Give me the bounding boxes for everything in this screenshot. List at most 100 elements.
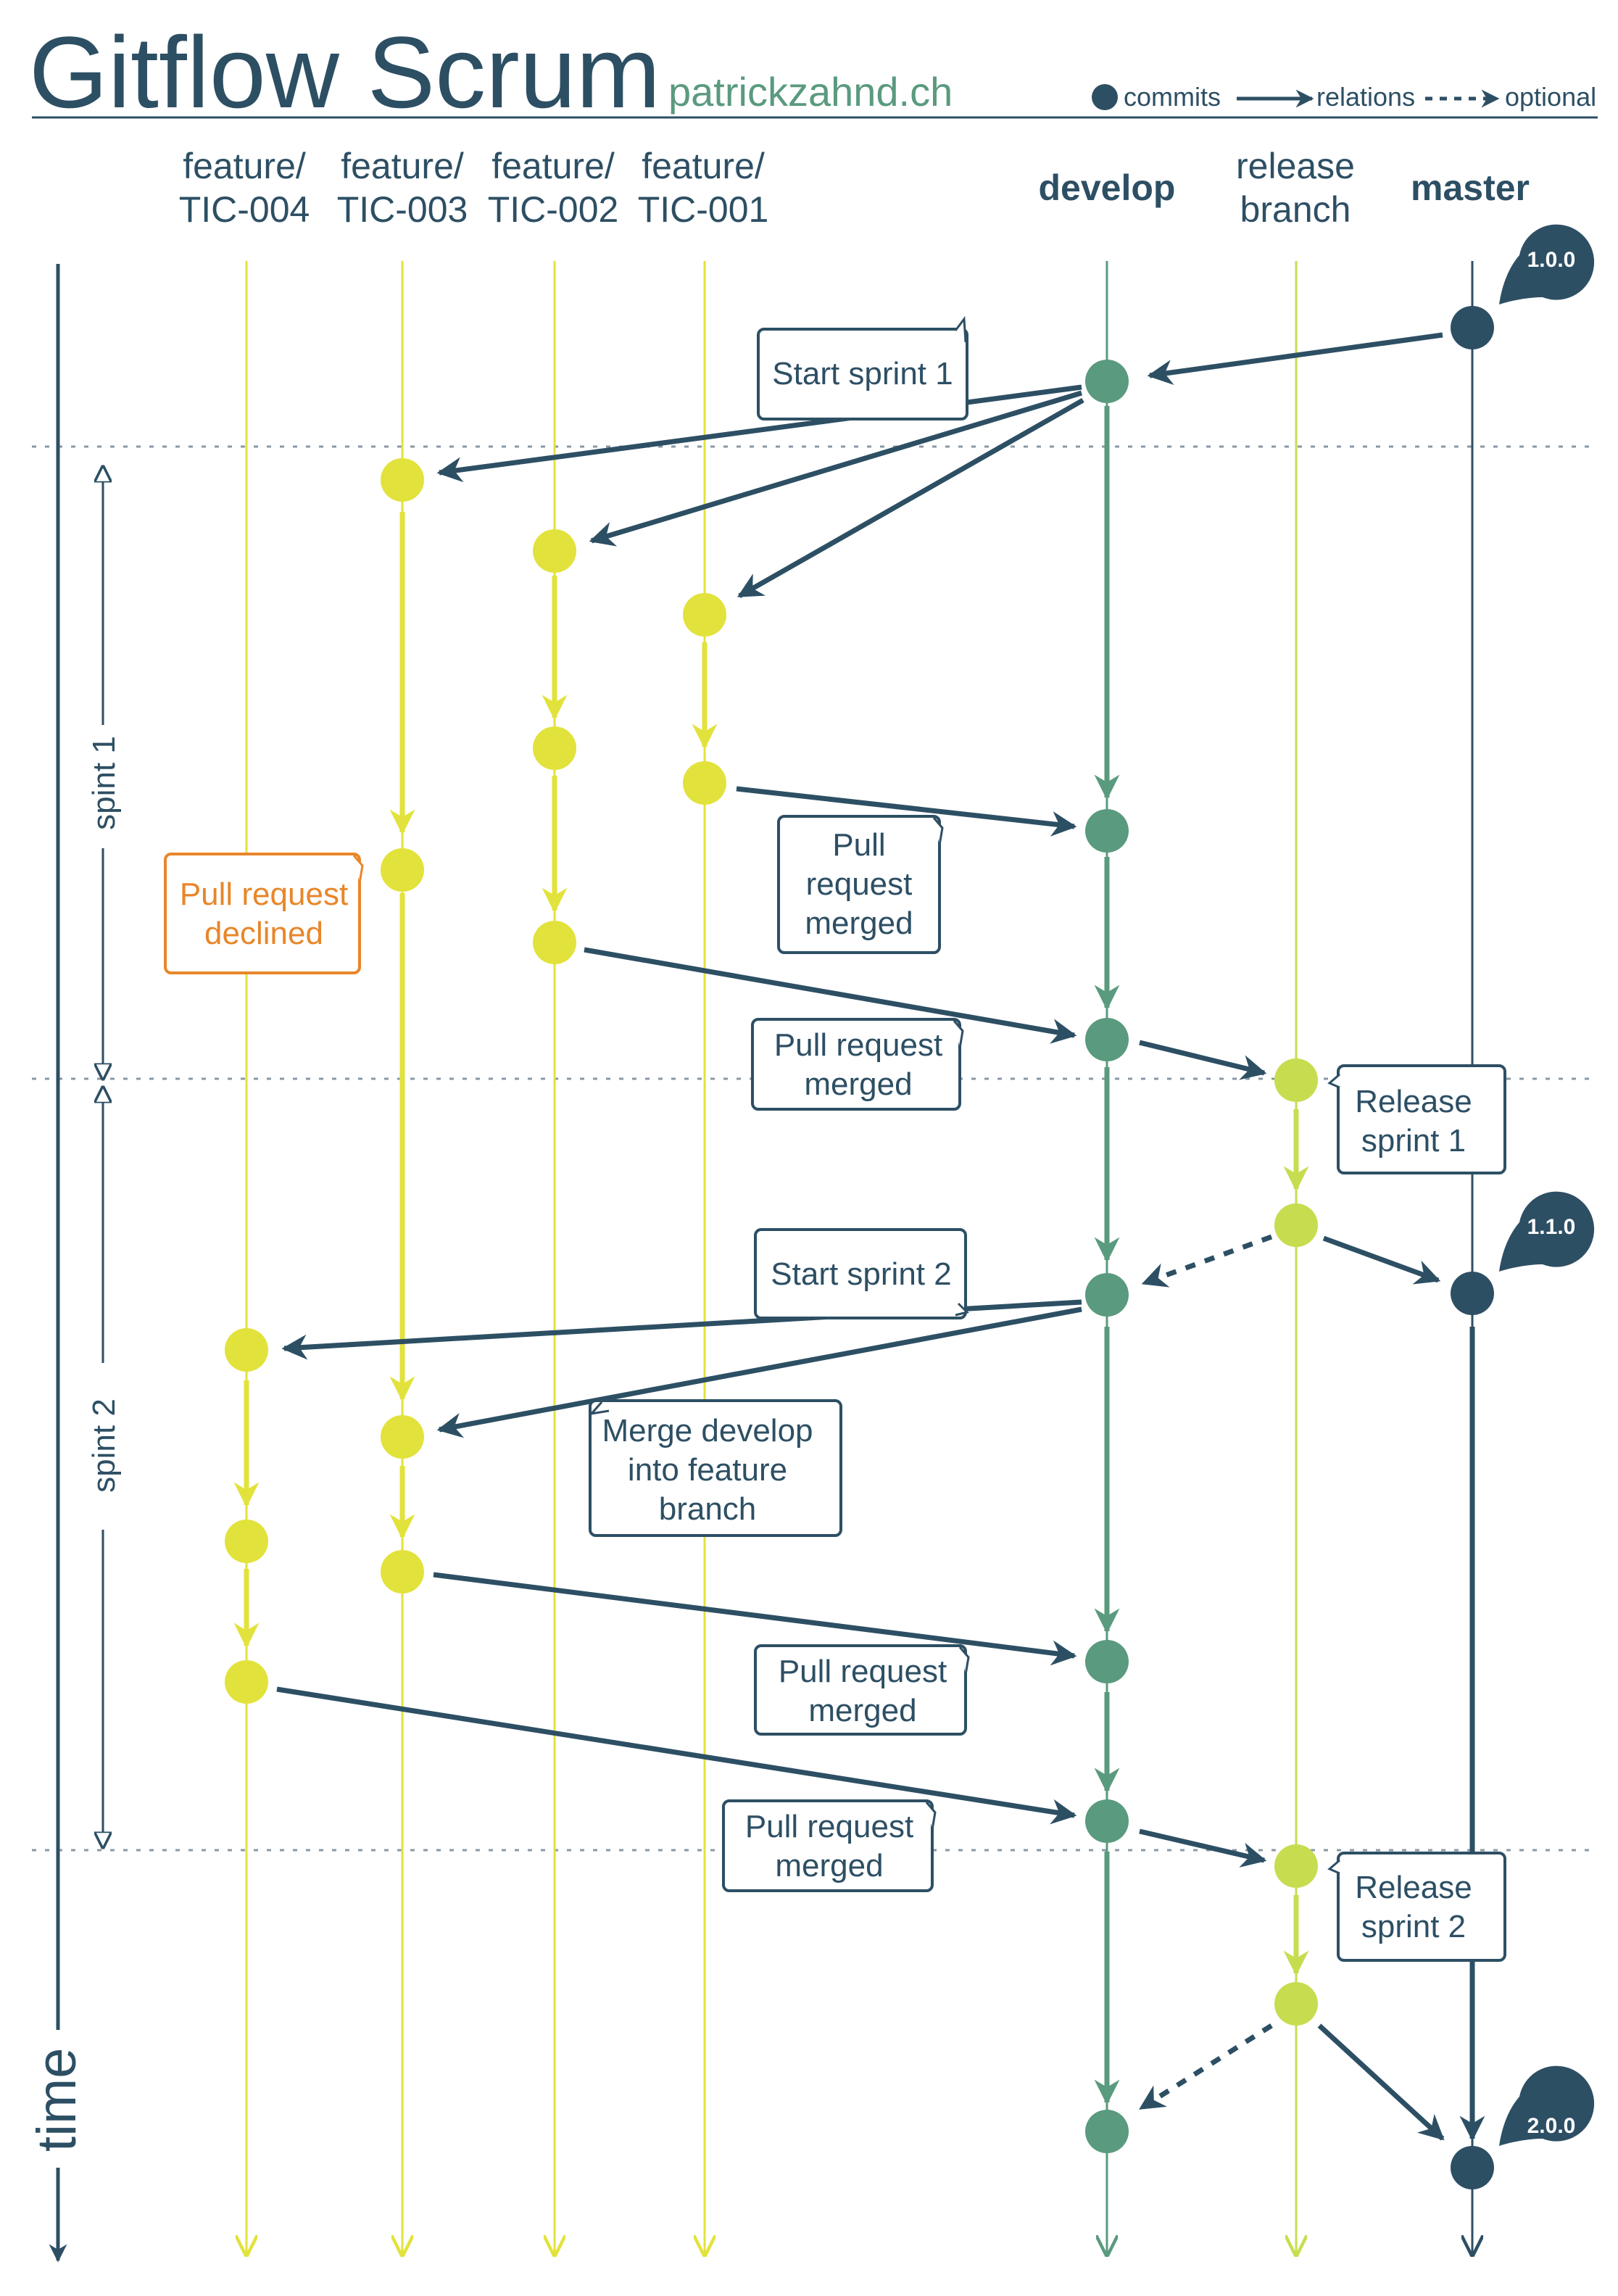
callout-pr3-tail (958, 1646, 970, 1675)
callout-start-sprint1: Start sprint 1 (757, 315, 968, 420)
commit-release-2 (1274, 1203, 1318, 1247)
arrow-tic001-to-develop (736, 786, 1077, 837)
column-header-tic001: feature/TIC-001 (638, 146, 769, 230)
commit-tic002-2 (533, 726, 576, 770)
column-header-tic003: feature/TIC-003 (337, 146, 468, 230)
time-label: time (26, 2047, 88, 2152)
commit-develop-2 (1085, 809, 1129, 853)
commit-master-1 (1451, 306, 1494, 349)
arrow-develop-to-release2 (1139, 1828, 1267, 1868)
arrow-develop-to-tic002 (589, 390, 1083, 547)
commit-tic001-2 (683, 761, 726, 805)
relation-arrows (276, 332, 1445, 2141)
callout-release1-tail (1327, 1073, 1340, 1089)
commit-tic002-1 (533, 529, 576, 573)
tag-bubble-1 (1499, 224, 1595, 304)
tag-3-label: 2.0.0 (1527, 2114, 1576, 2138)
callout-start-sprint1-tail (954, 315, 967, 343)
commit-develop-1 (1085, 360, 1129, 403)
legend-commit-dot (1092, 84, 1118, 110)
arrow-tic002-to-develop (584, 947, 1077, 1044)
commit-tic004-2 (225, 1520, 268, 1563)
callout-merge-develop-tail (589, 1401, 610, 1416)
commit-tic004-1 (225, 1328, 268, 1372)
callout-release2-box (1337, 1852, 1506, 1962)
commit-release-1 (1274, 1058, 1318, 1102)
callout-start-sprint2: Start sprint 2 (754, 1228, 969, 1319)
arrow-release-to-develop-optional1 (1141, 1234, 1273, 1288)
flow-segments (233, 406, 1485, 2142)
commit-tic003-3 (381, 1415, 424, 1459)
commit-tic004-3 (225, 1660, 268, 1704)
callout-start-sprint1-box (757, 328, 968, 420)
commit-tic003-1 (381, 458, 424, 502)
callout-pr1-box (777, 815, 941, 954)
arrow-release-to-master2 (1317, 2023, 1445, 2141)
commit-release-3 (1274, 1844, 1318, 1888)
callout-start-sprint2-tail (955, 1302, 969, 1317)
commit-tic003-2 (381, 848, 424, 892)
legend-relations-label: relations (1316, 82, 1415, 112)
column-headers: feature/TIC-004 feature/TIC-003 feature/… (179, 146, 1530, 230)
commit-develop-3 (1085, 1018, 1129, 1061)
commit-master-3 (1451, 2146, 1494, 2189)
arrow-develop-to-tic003-merge (436, 1306, 1082, 1438)
column-header-master: master (1411, 167, 1530, 208)
version-tags: 1.0.0 1.1.0 2.0.0 (1499, 224, 1595, 2146)
legend: commits relations optional (1092, 82, 1596, 112)
commit-develop-4 (1085, 1273, 1129, 1317)
callout-pr2-box (751, 1018, 961, 1111)
legend-commits-label: commits (1124, 82, 1221, 112)
arrow-tic004-to-develop (276, 1686, 1077, 1825)
arrow-release-to-develop-optional2 (1139, 2023, 1273, 2110)
arrow-master-to-develop-start1 (1147, 332, 1443, 386)
callout-merge-develop-box (589, 1399, 842, 1537)
commit-master-2 (1451, 1272, 1494, 1315)
tag-2-label: 1.1.0 (1527, 1215, 1576, 1239)
callout-pr2-tail (953, 1020, 964, 1049)
callout-declined-box (164, 853, 361, 974)
commit-release-4 (1274, 1982, 1318, 2026)
column-header-develop: develop (1039, 167, 1176, 208)
callout-release1-box (1337, 1064, 1506, 1174)
arrow-develop-to-tic003 (436, 384, 1082, 483)
diagram-subtitle: patrickzahnd.ch (668, 69, 953, 115)
arrow-release-to-master1 (1322, 1235, 1441, 1285)
arrow-tic003-to-develop (433, 1572, 1077, 1666)
callout-pr1-tail (932, 817, 944, 846)
tag-bubble-2 (1499, 1191, 1595, 1272)
callout-start-sprint2-text: Start sprint 2 (771, 1256, 951, 1292)
commit-tic003-4 (381, 1550, 424, 1593)
commits (225, 306, 1494, 2189)
sprint2-label: spint 2 (86, 1398, 122, 1493)
callout-pr3-box (754, 1644, 967, 1736)
callout-pr4-box (722, 1799, 934, 1892)
column-header-tic004: feature/TIC-004 (179, 146, 310, 230)
tag-bubble-3 (1499, 2065, 1595, 2146)
callout-declined-tail (352, 855, 364, 884)
column-header-tic002: feature/TIC-002 (488, 146, 619, 230)
commit-develop-6 (1085, 1799, 1129, 1843)
tag-1-label: 1.0.0 (1527, 248, 1576, 272)
commit-tic001-1 (683, 593, 726, 637)
callout-release2-tail (1327, 1859, 1340, 1875)
commit-develop-5 (1085, 1640, 1129, 1683)
legend-optional-label: optional (1505, 82, 1596, 112)
